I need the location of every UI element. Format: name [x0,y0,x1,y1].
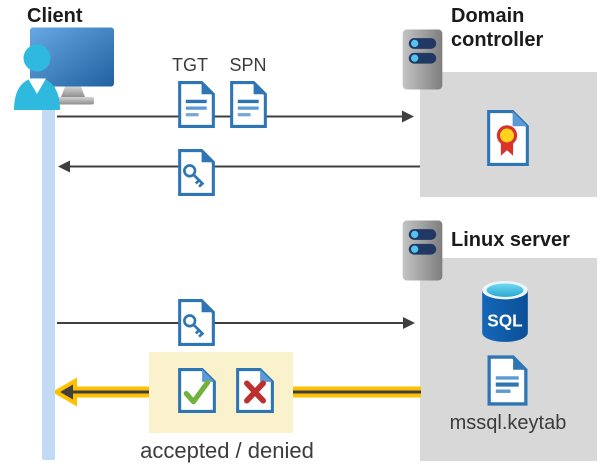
x-icon [244,380,266,404]
client-timeline-bar [42,85,55,460]
arrow-client-to-linux [57,317,415,329]
tgt-ticket-document-icon [178,81,215,128]
service-key-document-icon [178,299,215,346]
arrow-client-to-dc [57,110,414,123]
key-glyph [183,164,205,188]
linux-server-label: Linux server [451,229,570,251]
client-computer-user-icon [14,27,114,110]
key-glyph [183,314,205,338]
spn-label: SPN [229,55,267,75]
sql-badge-text: SQL [487,311,522,331]
client-label: Client [27,5,83,27]
certificate-icon [487,110,529,166]
monitor-icon [30,27,114,105]
domain-controller-server-icon [402,29,443,90]
accepted-check-document-icon [178,368,216,413]
person-icon [14,44,60,110]
tgt-label: TGT [172,55,208,75]
sql-database-icon: SQL [482,281,528,342]
spn-ticket-document-icon [230,81,267,128]
keytab-file-icon [487,355,528,406]
linux-server-icon [402,220,443,281]
keytab-filename-label: mssql.keytab [449,412,567,434]
check-icon [183,379,211,405]
result-label: accepted / denied [140,438,314,463]
service-key-document-icon [178,149,215,196]
domain-controller-label: Domain controller [451,5,544,51]
denied-x-document-icon [236,368,274,413]
arrow-dc-to-client [58,160,420,173]
